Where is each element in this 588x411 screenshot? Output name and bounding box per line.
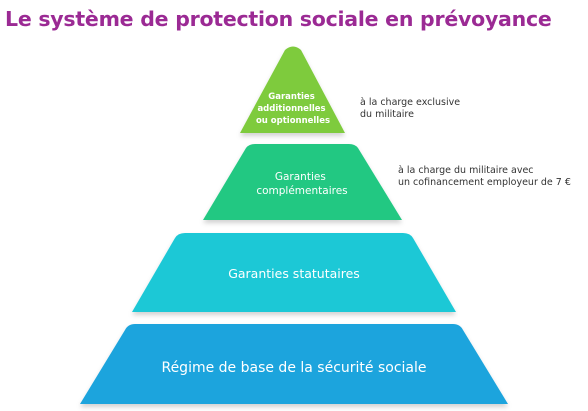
page-title: Le système de protection sociale en prév…	[5, 7, 552, 31]
note-top-line-2: du militaire	[360, 108, 414, 120]
tier-top-label-line-1: Garanties	[268, 92, 315, 102]
tier-second-label-line-2: complémentaires	[256, 185, 347, 197]
tier-top: Garanties additionnelles ou optionnelles	[240, 46, 345, 133]
tier-second-label-line-1: Garanties	[275, 171, 326, 183]
tier-second-shape	[203, 144, 402, 220]
tier-third: Garanties statutaires	[132, 233, 456, 312]
tier-third-shape	[132, 233, 456, 312]
note-mid-line-1: à la charge du militaire avec	[398, 165, 534, 176]
tier-third-label-line-1: Garanties statutaires	[228, 266, 360, 281]
tier-base-shape	[80, 324, 508, 404]
tier-second-label: Garanties complémentaires	[256, 171, 347, 197]
tier-top-label: Garanties additionnelles ou optionnelles	[256, 92, 330, 126]
tier-top-shape	[240, 46, 345, 133]
note-mid-line-2: un cofinancement employeur de 7 €	[398, 176, 571, 188]
note-top-line-1: à la charge exclusive	[360, 97, 461, 108]
tier-base: Régime de base de la sécurité sociale	[80, 324, 508, 404]
tier-third-label: Garanties statutaires	[228, 266, 360, 281]
tier-top-label-line-2: additionnelles	[257, 104, 325, 114]
note-top-tier: à la charge exclusive du militaire	[360, 97, 460, 120]
note-second-tier: à la charge du militaire avec un cofinan…	[398, 165, 571, 188]
tier-second: Garanties complémentaires	[203, 144, 402, 220]
tier-base-label: Régime de base de la sécurité sociale	[161, 360, 426, 376]
tier-top-label-line-3: ou optionnelles	[256, 116, 330, 126]
tier-base-label-line-1: Régime de base de la sécurité sociale	[161, 360, 426, 376]
